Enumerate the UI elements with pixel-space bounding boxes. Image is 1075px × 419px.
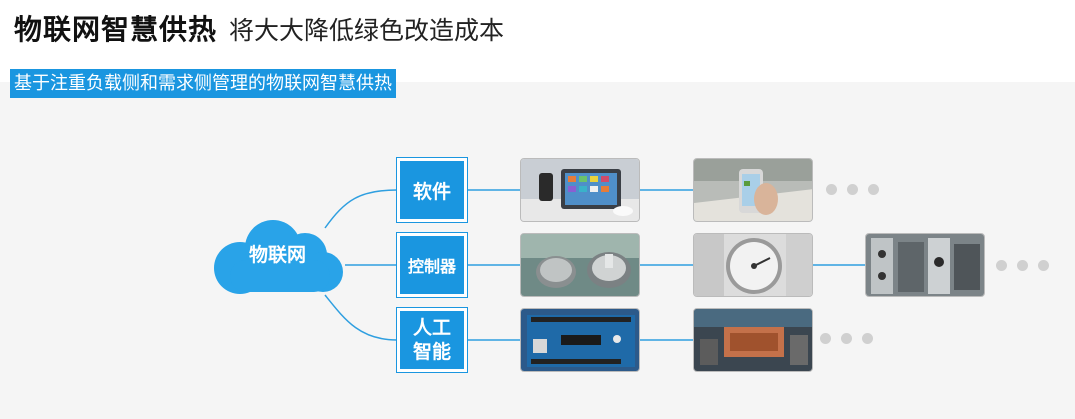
more-dots-ai <box>820 333 873 344</box>
tablet-photo <box>520 158 640 222</box>
arduino-board-photo <box>520 308 640 372</box>
connector-cloud-to-ai <box>324 294 398 341</box>
circuit-panel-photo <box>865 233 985 297</box>
category-software[interactable]: 软件 <box>397 158 467 222</box>
category-software-label: 软件 <box>412 180 451 203</box>
control-knobs-photo <box>520 233 640 297</box>
more-dots-controller <box>996 260 1049 271</box>
pressure-gauge-photo <box>693 233 813 297</box>
cloud-icon <box>214 220 343 294</box>
smartphone-photo <box>693 158 813 222</box>
cloud-label: 物联网 <box>248 244 306 266</box>
connector-cloud-to-software <box>324 189 398 229</box>
category-controller[interactable]: 控制器 <box>397 233 467 297</box>
title-main: 物联网智慧供热 <box>14 13 218 46</box>
circuit-board-photo <box>693 308 813 372</box>
category-ai-label: 人工智能 <box>412 317 451 363</box>
title-subtitle: 将大大降低绿色改造成本 <box>229 16 505 45</box>
page-title: 物联网智慧供热 将大大降低绿色改造成本 <box>14 8 504 48</box>
category-ai[interactable]: 人工智能 <box>397 308 467 372</box>
more-dots-software <box>826 184 879 195</box>
section-subtitle: 基于注重负载侧和需求侧管理的物联网智慧供热 <box>10 69 396 98</box>
category-controller-label: 控制器 <box>407 257 456 276</box>
